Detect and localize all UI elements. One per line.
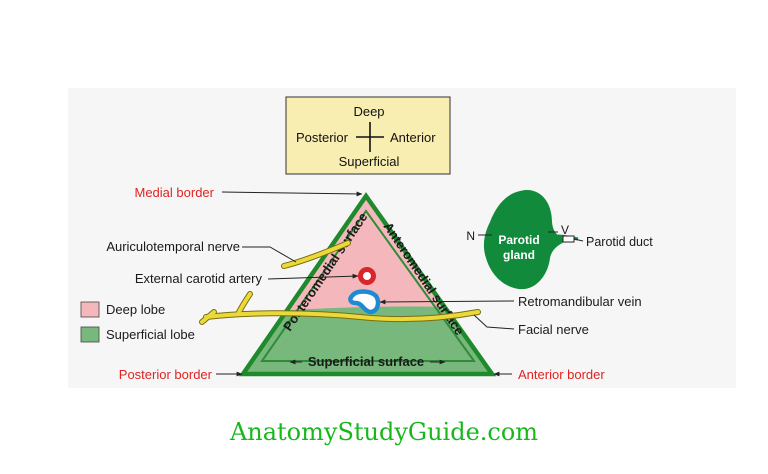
external-carotid-artery	[358, 267, 376, 285]
legend-swatch-superficial	[80, 326, 100, 343]
facial-nerve	[199, 291, 481, 325]
legend-deep-lobe: Deep lobe	[106, 302, 165, 317]
auriculotemporal-nerve-label: Auriculotemporal nerve	[106, 239, 240, 254]
external-carotid-artery-label: External carotid artery	[135, 271, 263, 286]
posterior-border-label: Posterior border	[119, 367, 213, 382]
orientation-anterior: Anterior	[390, 130, 436, 145]
v-label: V	[561, 223, 569, 237]
superficial-surface-label: Superficial surface	[308, 354, 424, 369]
orientation-superficial: Superficial	[339, 154, 400, 169]
orientation-deep: Deep	[353, 104, 384, 119]
n-label: N	[466, 229, 475, 243]
legend-swatch-deep	[80, 301, 100, 318]
watermark-text: AnatomyStudyGuide.com	[229, 418, 539, 446]
gland-label-line1: Parotid	[498, 233, 539, 247]
leader-lines	[216, 191, 515, 377]
orientation-posterior: Posterior	[296, 130, 349, 145]
legend-superficial-lobe: Superficial lobe	[106, 327, 195, 342]
facial-nerve-label: Facial nerve	[518, 322, 589, 337]
retromandibular-vein-label: Retromandibular vein	[518, 294, 642, 309]
parotid-triangle	[238, 192, 497, 377]
medial-border-label: Medial border	[135, 185, 215, 200]
retromandibular-vein	[348, 289, 381, 315]
gland-label-line2: gland	[503, 248, 535, 262]
legend: Deep lobe Superficial lobe	[80, 301, 195, 343]
parotid-duct-label: Parotid duct	[586, 235, 653, 249]
parotid-gland-inset: Parotid gland N V Parotid duct	[466, 189, 653, 290]
auriculotemporal-nerve	[281, 240, 351, 269]
parotid-gland-shape	[483, 189, 568, 290]
anterior-border-label: Anterior border	[518, 367, 605, 382]
orientation-box: Deep Posterior Anterior Superficial	[285, 96, 451, 175]
